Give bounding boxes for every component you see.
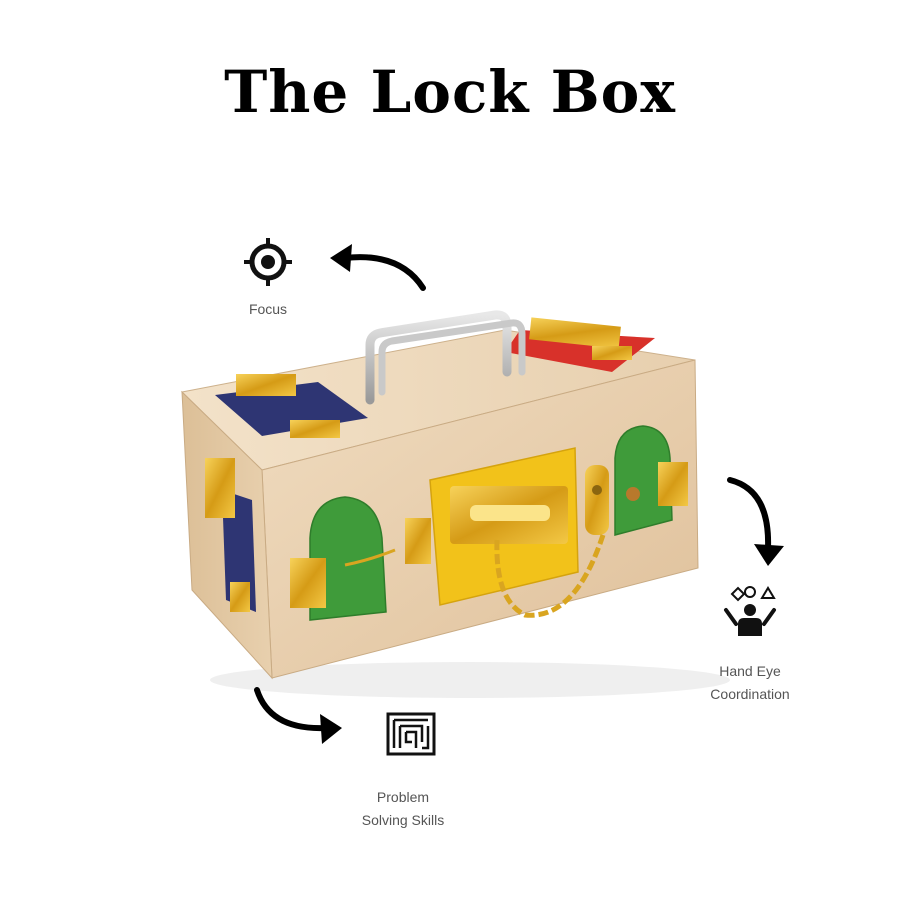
benefit-focus-label: Focus (248, 301, 288, 317)
benefit-coordination-label: Hand Eye Coordination (710, 663, 790, 702)
maze-icon (386, 712, 436, 756)
person-shapes-icon (724, 586, 776, 636)
benefit-problem-solving-label: Problem Solving Skills (361, 789, 445, 828)
crosshair-icon (244, 238, 292, 286)
arrow-focus (342, 254, 426, 291)
page-title: The Lock Box (224, 58, 676, 126)
